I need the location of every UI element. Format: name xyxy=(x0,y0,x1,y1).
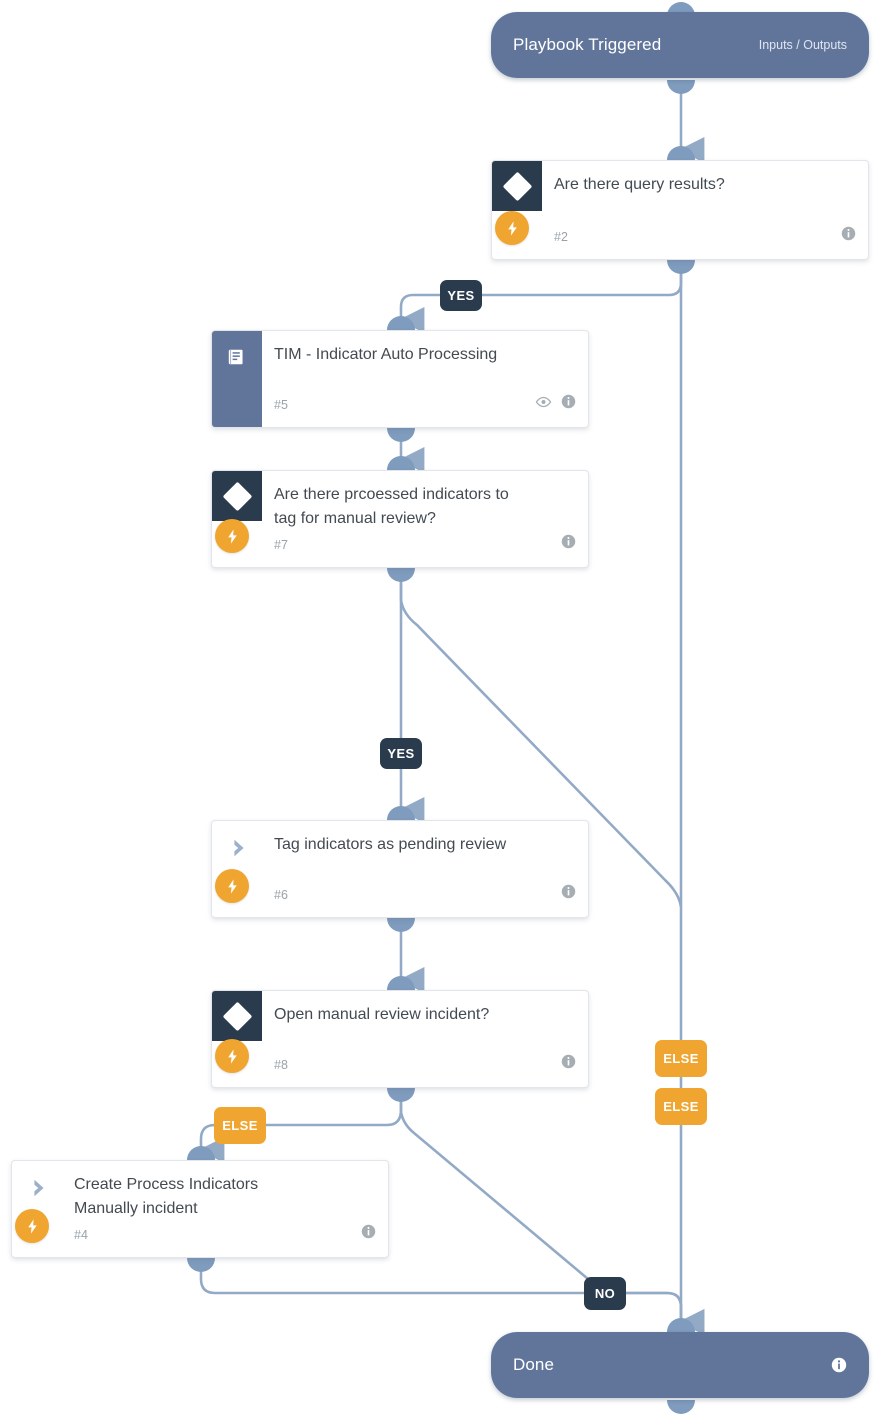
info-icon[interactable] xyxy=(561,394,576,414)
node-tim-indicator-auto-processing[interactable]: TIM - Indicator Auto Processing #5 xyxy=(211,330,589,428)
nub-top-n2 xyxy=(667,146,695,160)
edge-label-yes-mid[interactable]: YES xyxy=(380,738,422,769)
nub-bottom-start xyxy=(667,80,695,94)
node-are-there-query-results[interactable]: Are there query results? #2 xyxy=(491,160,869,260)
node-icons xyxy=(561,1054,576,1074)
condition-badge-n7 xyxy=(212,471,262,521)
edge-label-else-right-upper[interactable]: ELSE xyxy=(655,1040,707,1077)
node-number: #7 xyxy=(274,538,288,552)
node-number: #2 xyxy=(554,230,568,244)
node-title: Open manual review incident? xyxy=(274,1006,490,1023)
nub-top-n8 xyxy=(387,976,415,990)
edge-label-yes-top[interactable]: YES xyxy=(440,280,482,311)
info-icon[interactable] xyxy=(561,534,576,554)
node-tag-indicators-as-pending-review[interactable]: Tag indicators as pending review #6 xyxy=(211,820,589,918)
chevron-right-icon xyxy=(228,837,250,859)
nub-bottom-done xyxy=(667,1400,695,1414)
condition-badge-n8 xyxy=(212,991,262,1041)
node-icons xyxy=(561,884,576,904)
node-title: Are there query results? xyxy=(554,176,725,193)
edge-n8-no-to-done xyxy=(399,1096,705,1335)
nub-top-n4 xyxy=(187,1146,215,1160)
end-node-title: Done xyxy=(513,1355,555,1374)
node-icons xyxy=(361,1224,376,1244)
nub-bottom-n2 xyxy=(667,260,695,274)
info-icon[interactable] xyxy=(361,1224,376,1244)
node-icons xyxy=(535,394,576,414)
nub-top-n7 xyxy=(387,456,415,470)
lightning-bolt-icon xyxy=(15,1209,49,1243)
node-are-there-processed-indicators[interactable]: Are there prcoessed indicators to tag fo… xyxy=(211,470,589,568)
node-open-manual-review-incident[interactable]: Open manual review incident? #8 xyxy=(211,990,589,1088)
node-icons xyxy=(561,534,576,554)
nub-bottom-n7 xyxy=(387,568,415,582)
eye-icon[interactable] xyxy=(535,395,552,413)
playbook-sidebar-n5 xyxy=(212,331,262,427)
nub-bottom-n8 xyxy=(387,1088,415,1102)
inputs-outputs-link[interactable]: Inputs / Outputs xyxy=(758,38,847,52)
info-icon[interactable] xyxy=(561,884,576,904)
nub-top-n5 xyxy=(387,316,415,330)
node-title: TIM - Indicator Auto Processing xyxy=(274,346,498,363)
node-title: Create Process Indicators Manually incid… xyxy=(74,1176,259,1217)
node-playbook-triggered[interactable]: Playbook Triggered Inputs / Outputs xyxy=(491,12,869,78)
nub-bottom-n5 xyxy=(387,428,415,442)
node-number: #4 xyxy=(74,1228,88,1242)
diamond-icon xyxy=(222,1001,252,1031)
lightning-bolt-icon xyxy=(215,869,249,903)
diamond-icon xyxy=(222,481,252,511)
diamond-icon xyxy=(502,171,532,201)
info-icon[interactable] xyxy=(841,226,856,246)
nub-top-done xyxy=(667,1318,695,1332)
node-done[interactable]: Done xyxy=(491,1332,869,1398)
lightning-bolt-icon xyxy=(495,211,529,245)
done-info-icon[interactable] xyxy=(831,1357,847,1373)
start-node-title: Playbook Triggered xyxy=(513,35,662,54)
nub-bottom-n6 xyxy=(387,918,415,932)
edge-label-else-left[interactable]: ELSE xyxy=(214,1107,266,1144)
edge-label-else-right-lower[interactable]: ELSE xyxy=(655,1088,707,1125)
node-number: #5 xyxy=(274,398,288,412)
node-icons xyxy=(841,226,856,246)
node-number: #8 xyxy=(274,1058,288,1072)
playbook-book-icon xyxy=(225,345,249,374)
chevron-right-icon xyxy=(28,1177,50,1199)
node-title: Are there prcoessed indicators to tag fo… xyxy=(274,486,509,527)
node-title: Tag indicators as pending review xyxy=(274,836,507,853)
info-icon[interactable] xyxy=(561,1054,576,1074)
condition-badge-n2 xyxy=(492,161,542,211)
lightning-bolt-icon xyxy=(215,1039,249,1073)
nub-bottom-n4 xyxy=(187,1258,215,1272)
node-number: #6 xyxy=(274,888,288,902)
node-create-process-indicators-manually-incident[interactable]: Create Process Indicators Manually incid… xyxy=(11,1160,389,1258)
lightning-bolt-icon xyxy=(215,519,249,553)
nub-top-n6 xyxy=(387,806,415,820)
edge-label-no-bottom[interactable]: NO xyxy=(584,1277,626,1310)
